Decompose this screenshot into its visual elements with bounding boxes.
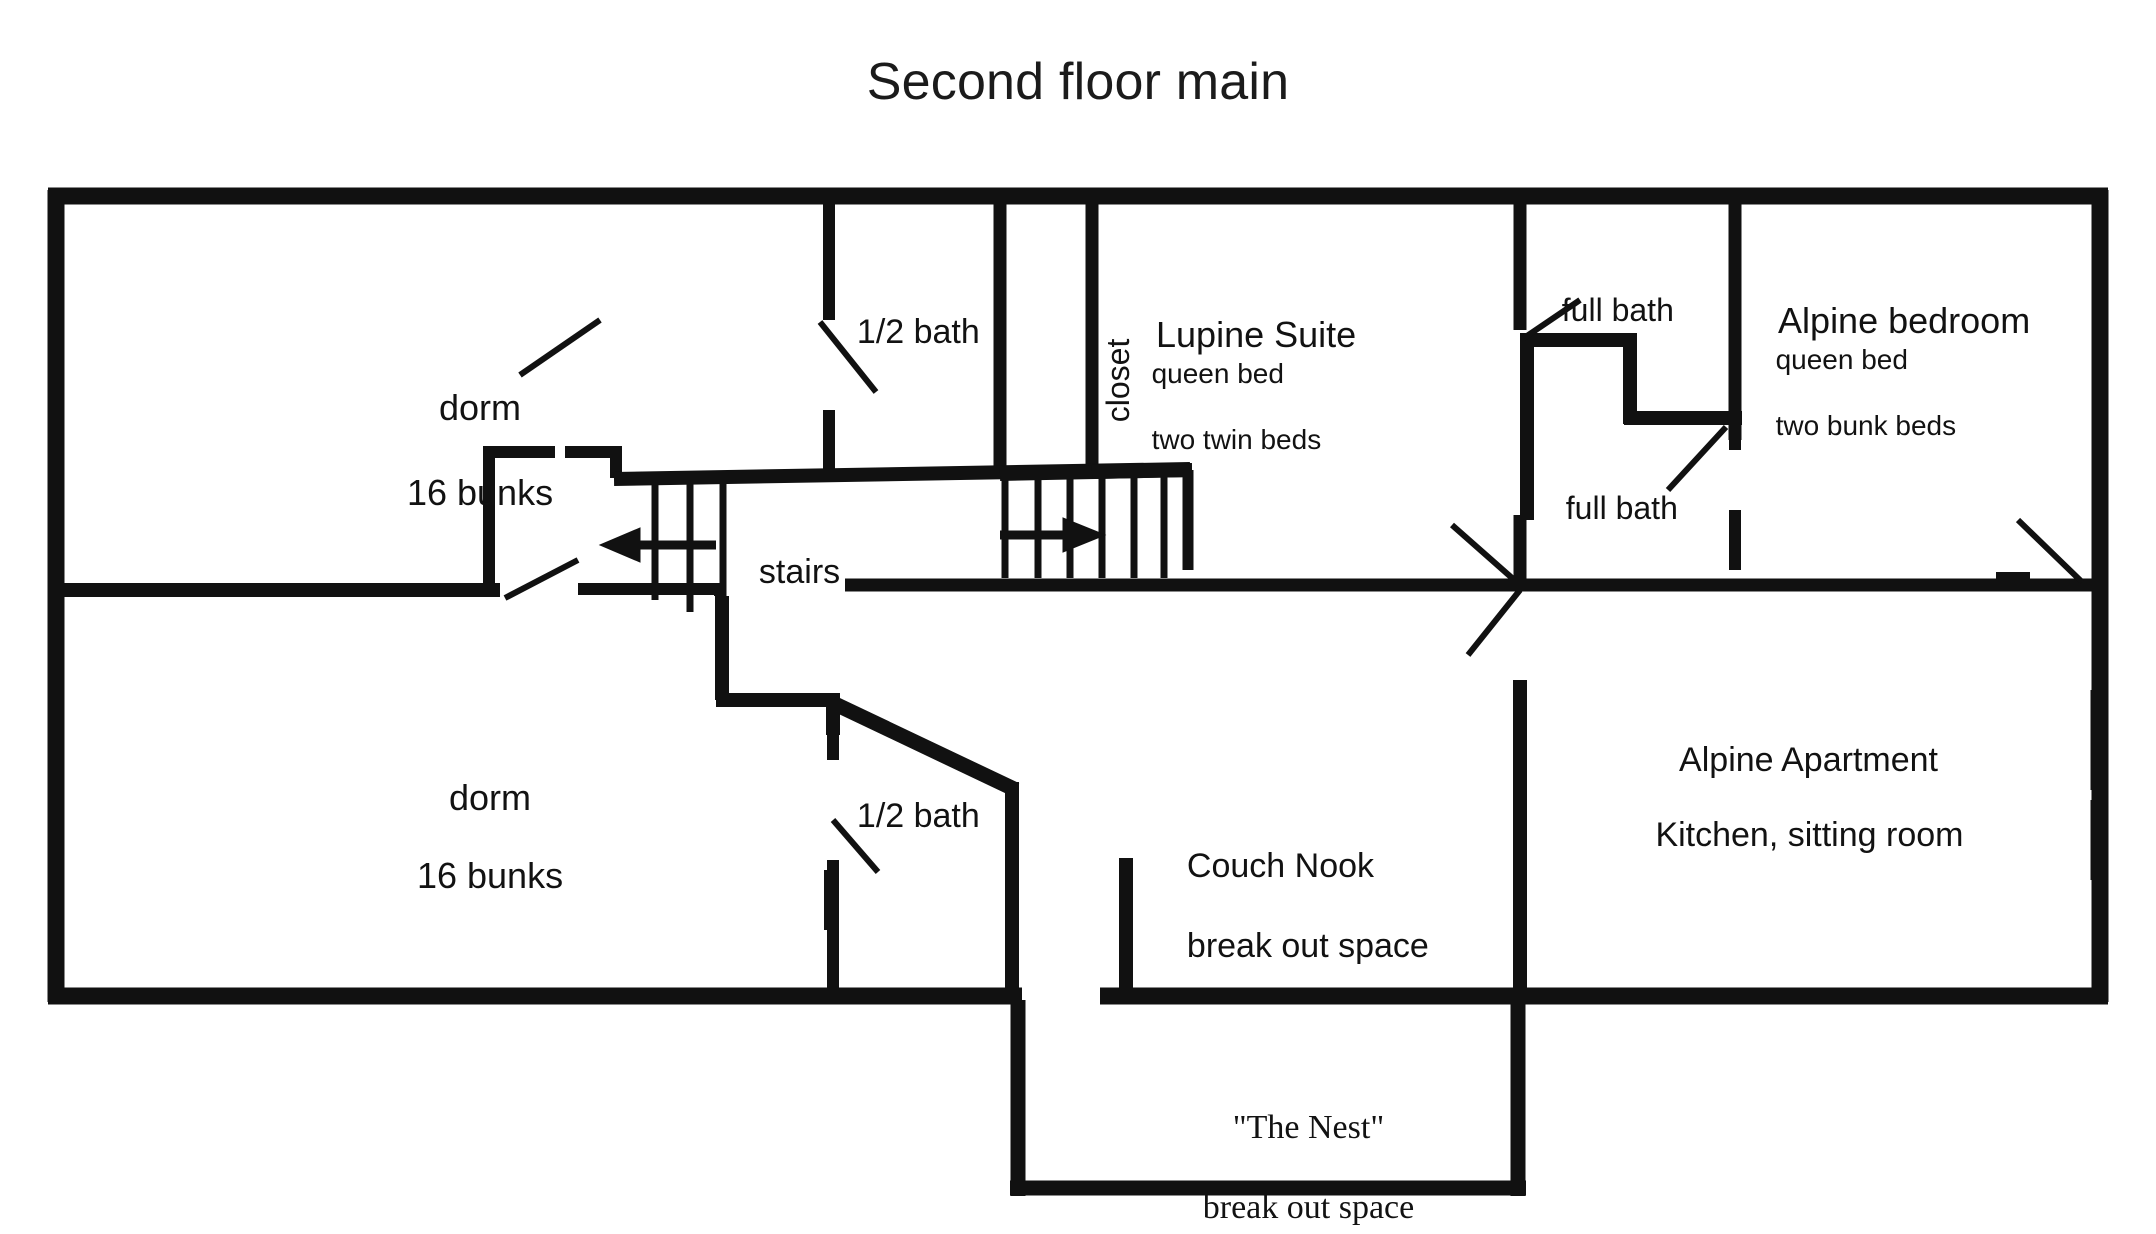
door-right-exterior [2015,517,2085,585]
door-half-bath-lower [830,818,881,874]
dorm-upper-detail: 16 bunks [406,472,554,514]
alpine-bedroom-bed2: two bunk beds [1775,410,1957,442]
dorm-upper-name: dorm [438,387,522,429]
the-nest-detail: break out space [1202,1189,1415,1227]
dorm-lower-name: dorm [448,777,532,819]
stairs-left-arrow [598,527,716,563]
room-label-closet: closet [1062,339,1138,440]
closet-name: closet [1099,338,1136,423]
room-label-alpine-bedroom: Alpine bedroom [1760,258,2030,343]
full-bath-walls [1520,333,1742,520]
room-label-dorm-upper: dorm 16 bunks [387,345,553,515]
the-nest-name: "The Nest" [1232,1109,1385,1147]
interior-walls [48,200,2108,996]
page-title: Second floor main [866,53,1290,111]
dorm-lower-detail: 16 bunks [416,855,564,897]
couch-nook-detail: break out space [1186,927,1429,966]
door-full-bath-lower [1665,424,1729,493]
stairs-right-arrow [1000,517,1107,553]
room-label-alpine-apartment-detail: Kitchen, sitting room [1637,775,1964,855]
full-bath-upper-name: full bath [1561,291,1674,328]
room-label-lupine-suite-beds: queen bed two twin beds [1136,324,1322,456]
room-label-alpine-apartment: Alpine Apartment [1662,700,1938,780]
stairs-right-flight [1001,470,1168,578]
room-label-the-nest: "The Nest" break out space [1186,1068,1414,1228]
door-landing-bottom [503,557,580,601]
lupine-suite-bed1: queen bed [1151,358,1284,390]
alpine-apartment-detail: Kitchen, sitting room [1655,816,1964,855]
stair-header-wall [613,462,1193,486]
door-half-bath-upper [817,320,879,394]
full-bath-lower-name: full bath [1565,489,1678,526]
wall-stubs [824,510,2030,930]
alpine-apartment-name: Alpine Apartment [1679,741,1938,780]
door-corridor-down [1465,588,1523,657]
room-label-couch-nook: Couch Nook break out space [1168,806,1429,966]
door-landing-top [518,317,602,378]
door-corridor-left [1450,522,1522,588]
lupine-suite-bed2: two twin beds [1151,424,1322,456]
room-label-alpine-bedroom-beds: queen bed two bunk beds [1760,310,1957,442]
room-label-full-bath-upper: full bath [1544,254,1674,330]
room-label-lupine-suite: Lupine Suite [1136,272,1356,357]
half-bath-lower-name: 1/2 bath [856,797,980,836]
room-label-dorm-lower: dorm [429,735,531,820]
room-label-full-bath-lower: full bath [1548,452,1678,528]
nest-bumpout-walls [1010,996,1526,1196]
half-bath-upper-name: 1/2 bath [856,313,980,352]
alpine-bedroom-name: Alpine bedroom [1778,300,2031,342]
lupine-suite-name: Lupine Suite [1156,314,1357,356]
alpine-bedroom-bed1: queen bed [1775,344,1908,376]
room-label-half-bath-lower: 1/2 bath [838,756,980,836]
stairs-name: stairs [758,553,841,592]
door-swings [503,297,2085,874]
couch-nook-name: Couch Nook [1186,847,1375,886]
room-label-dorm-lower-detail: 16 bunks [397,813,563,898]
stairs-left-flight [651,483,727,620]
room-label-stairs: stairs [740,512,840,592]
door-full-bath-upper [1522,297,1582,341]
room-label-half-bath-upper: 1/2 bath [838,272,980,352]
stair-landing-walls [483,446,726,596]
